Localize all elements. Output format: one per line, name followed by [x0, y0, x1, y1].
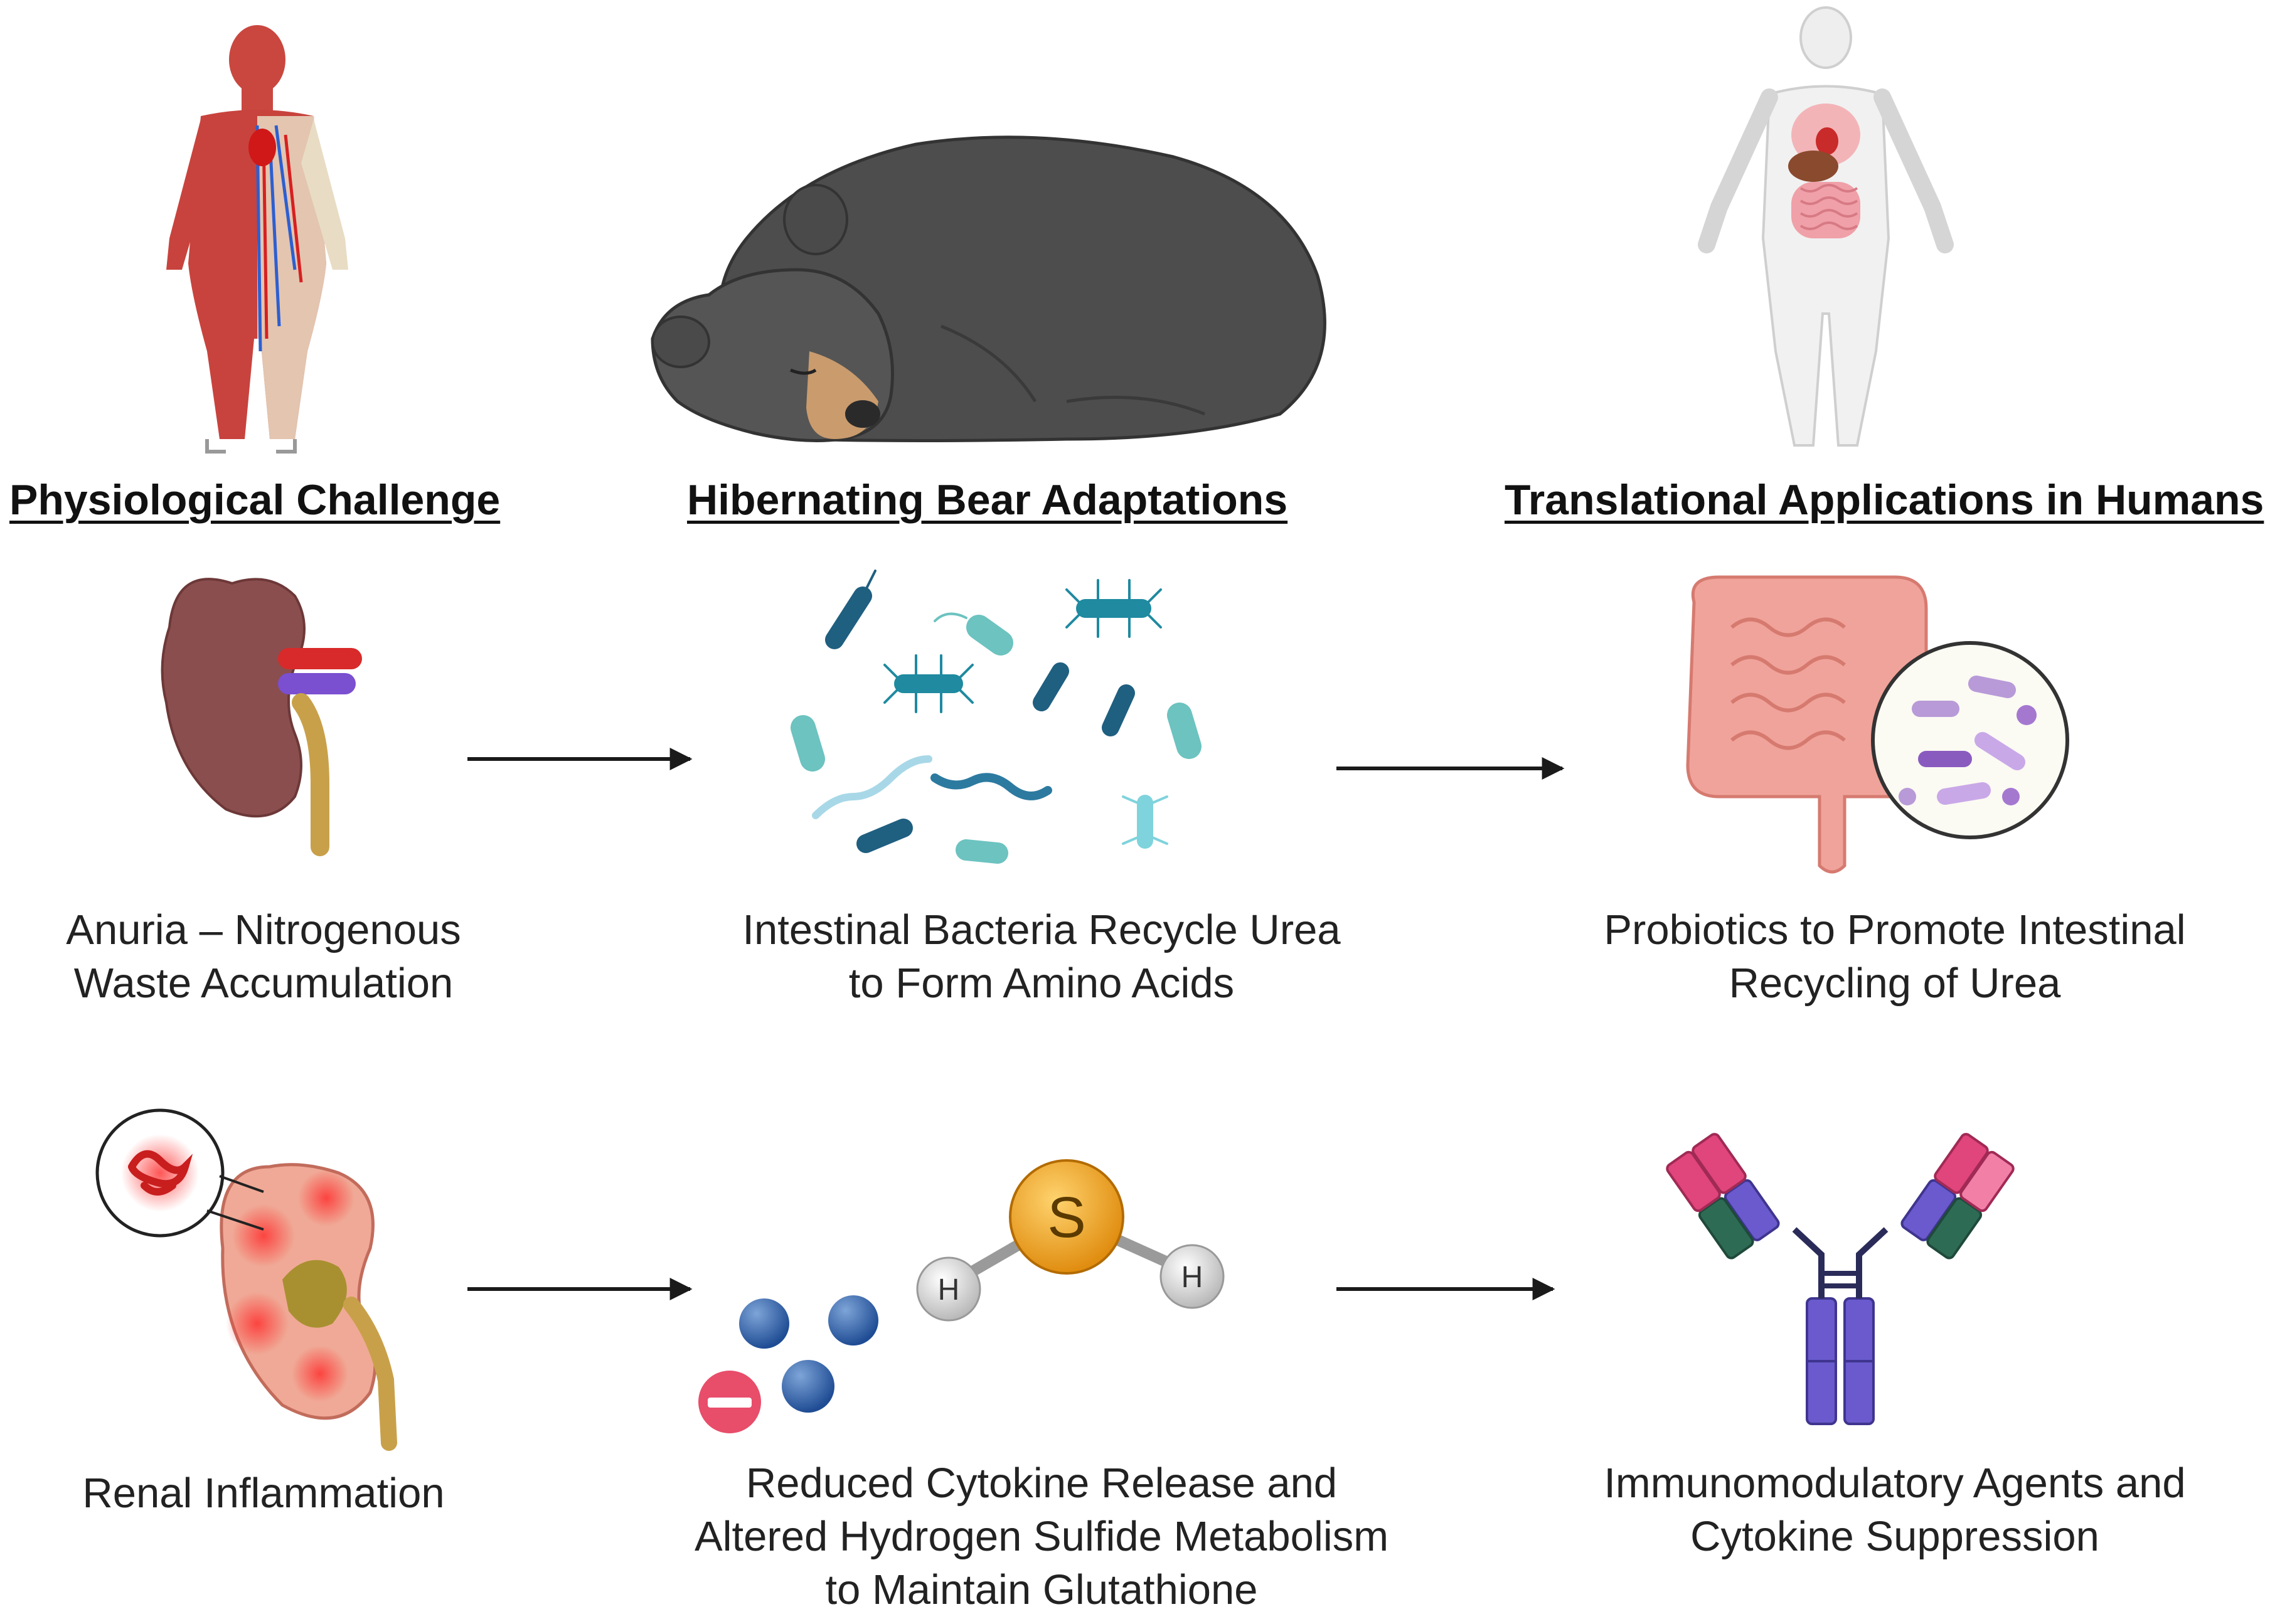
caption-cytokine-line2: Altered Hydrogen Sulfide Metabolism — [694, 1513, 1389, 1560]
hibernating-bear-icon — [651, 135, 1326, 442]
header-translational-applications: Translational Applications in Humans — [1505, 476, 2264, 524]
caption-reduced-cytokine: Reduced Cytokine Release and Altered Hyd… — [653, 1457, 1431, 1616]
caption-bacteria-line2: to Form Amino Acids — [848, 960, 1235, 1007]
inflamed-kidney-icon — [95, 1108, 397, 1451]
caption-probiotics-line1: Probiotics to Promote Intestinal — [1604, 906, 2186, 953]
header-physiological-challenge: Physiological Challenge — [9, 476, 501, 524]
caption-immuno-line2: Cytokine Suppression — [1690, 1513, 2099, 1560]
caption-bacteria-recycle-urea: Intestinal Bacteria Recycle Urea to Form… — [715, 903, 1368, 1010]
sulfur-atom-label: S — [1047, 1186, 1085, 1250]
bacteria-cluster-icon — [791, 570, 1202, 864]
caption-renal-line1: Renal Inflammation — [82, 1470, 445, 1517]
caption-cytokine-line3: to Maintain Glutathione — [825, 1566, 1258, 1613]
cytokine-particles-icon — [698, 1295, 878, 1433]
caption-immunomodulatory: Immunomodulatory Agents and Cytokine Sup… — [1556, 1457, 2234, 1563]
hydrogen-atom-left-label: H — [938, 1273, 960, 1307]
human-organs-icon — [1698, 6, 1954, 447]
intestine-probiotic-icon — [1686, 575, 2069, 874]
caption-cytokine-line1: Reduced Cytokine Release and — [745, 1460, 1338, 1507]
hydrogen-sulfide-molecule-icon — [916, 1159, 1225, 1322]
caption-probiotics-line2: Recycling of Urea — [1729, 960, 2061, 1007]
caption-bacteria-line1: Intestinal Bacteria Recycle Urea — [742, 906, 1341, 953]
caption-immuno-line1: Immunomodulatory Agents and — [1604, 1460, 2186, 1507]
caption-anuria: Anuria – Nitrogenous Waste Accumulation — [25, 903, 502, 1010]
hydrogen-atom-right-label: H — [1181, 1261, 1203, 1294]
antibody-icon — [1666, 1133, 2015, 1425]
caption-anuria-line2: Waste Accumulation — [73, 960, 454, 1007]
caption-probiotics: Probiotics to Promote Intestinal Recycli… — [1556, 903, 2234, 1010]
caption-renal-inflammation: Renal Inflammation — [25, 1467, 502, 1520]
kidney-icon — [161, 578, 362, 856]
header-hibernating-bear-adaptations: Hibernating Bear Adaptations — [687, 476, 1288, 524]
human-anatomy-icon — [166, 25, 348, 454]
caption-anuria-line1: Anuria – Nitrogenous — [66, 906, 461, 953]
